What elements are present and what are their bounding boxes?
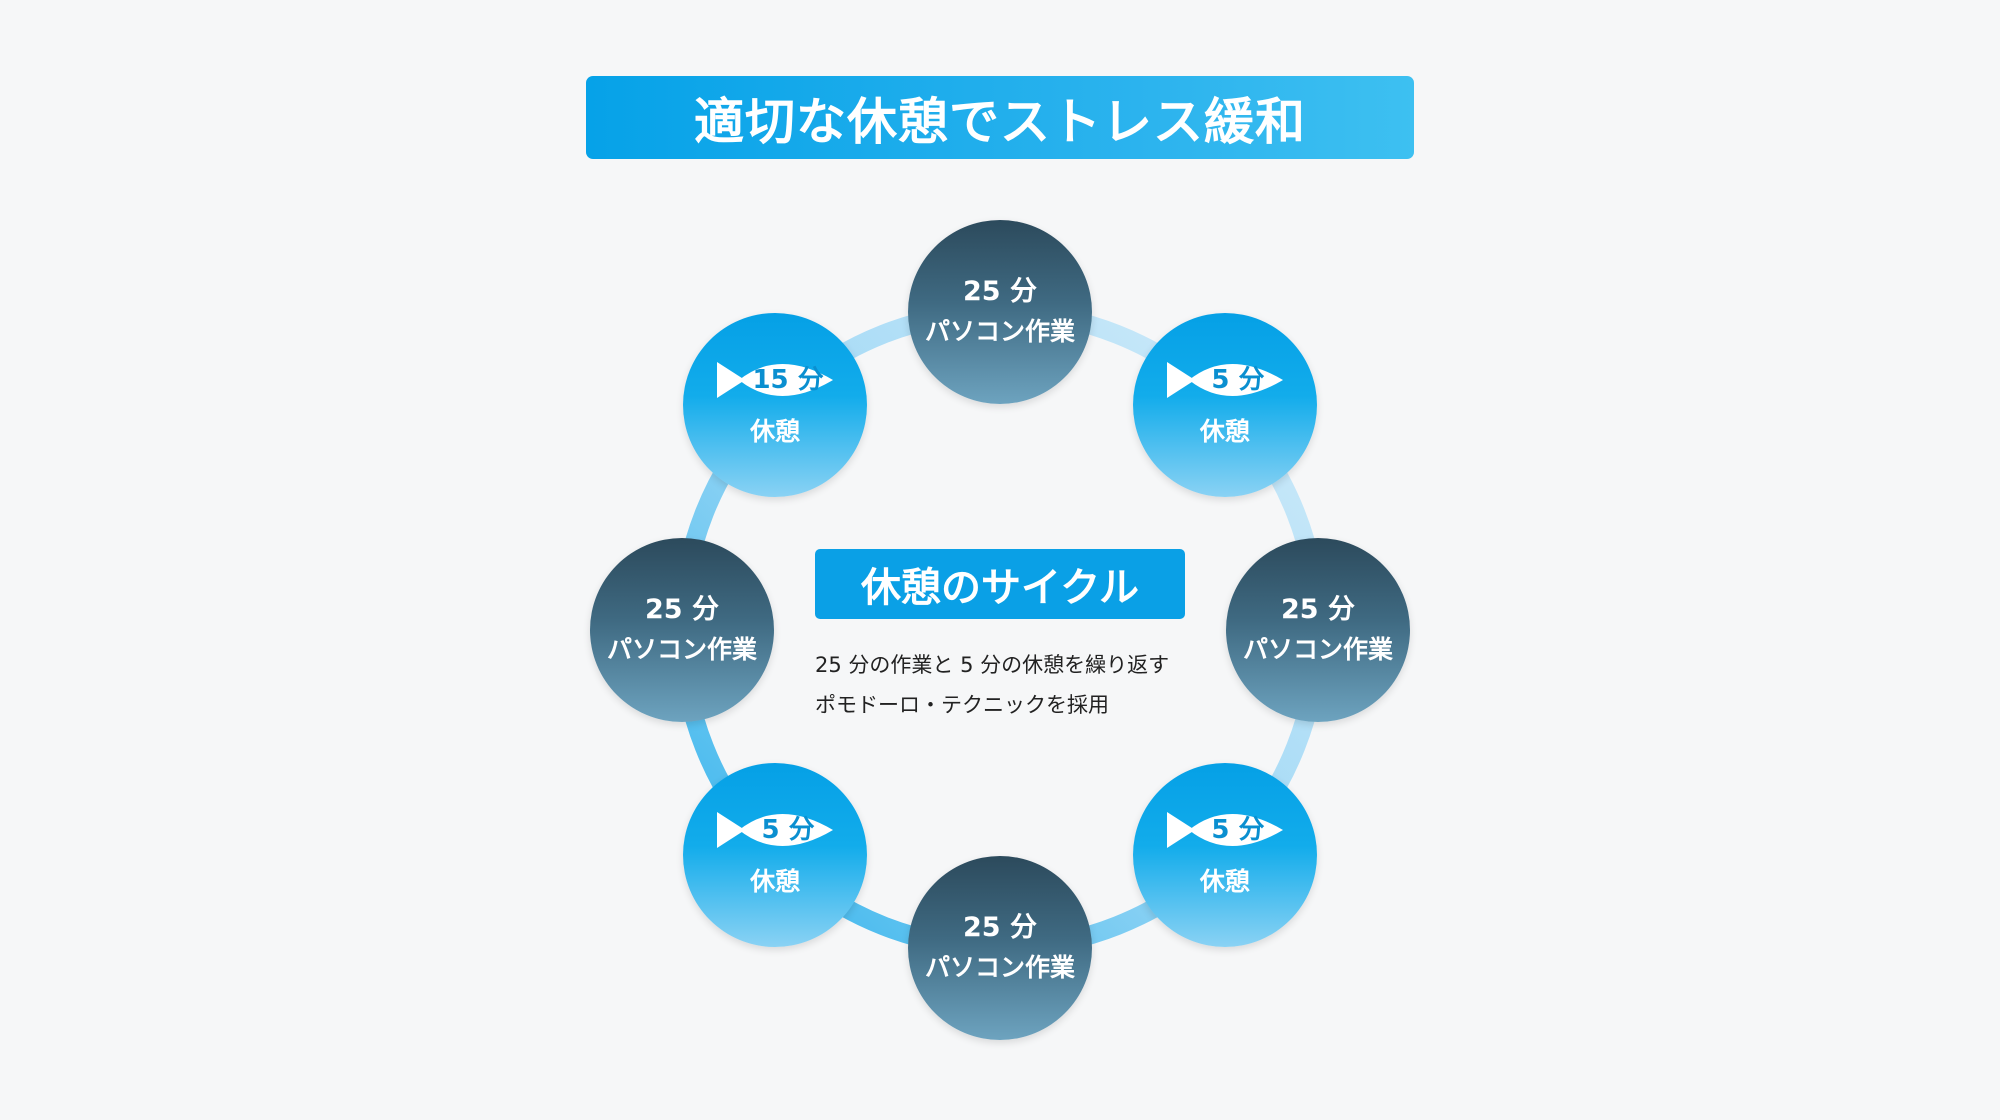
node-duration: 25 分: [963, 276, 1037, 307]
node-duration: 5 分: [761, 814, 815, 845]
center-description: 25 分の作業と 5 分の休憩を繰り返す ポモドーロ・テクニックを採用: [815, 645, 1235, 725]
fish-icon: 15 分: [715, 356, 835, 404]
node-label: 休憩: [1199, 417, 1250, 447]
rest-node: 15 分休憩: [683, 313, 868, 498]
node-duration: 25 分: [1281, 594, 1355, 625]
node-label: 休憩: [750, 417, 801, 447]
node-label: パソコン作業: [606, 635, 757, 664]
rest-node: 5 分休憩: [1132, 313, 1317, 498]
center-description-line: ポモドーロ・テクニックを採用: [815, 693, 1109, 717]
center-heading: 休憩のサイクル: [815, 549, 1185, 619]
node-label: パソコン作業: [1242, 635, 1393, 664]
fish-icon: 5 分: [1165, 356, 1285, 404]
page-title: 適切な休憩でストレス緩和: [586, 76, 1414, 159]
node-label: 休憩: [750, 866, 801, 896]
center-description-line: 25 分の作業と 5 分の休憩を繰り返す: [815, 653, 1170, 677]
node-duration: 5 分: [1211, 814, 1265, 845]
work-node: 25 分パソコン作業: [908, 220, 1092, 404]
fish-icon: 5 分: [715, 806, 835, 854]
work-node: 25 分パソコン作業: [1226, 538, 1410, 722]
rest-node: 5 分休憩: [683, 762, 868, 947]
node-duration: 5 分: [1211, 365, 1265, 396]
node-duration: 25 分: [963, 912, 1037, 943]
node-label: 休憩: [1199, 866, 1250, 896]
node-label: パソコン作業: [924, 953, 1075, 982]
rest-node: 5 分休憩: [1132, 762, 1317, 947]
work-node: 25 分パソコン作業: [908, 856, 1092, 1040]
node-duration: 25 分: [645, 594, 719, 625]
node-label: パソコン作業: [924, 317, 1075, 346]
work-node: 25 分パソコン作業: [590, 538, 774, 722]
fish-icon: 5 分: [1165, 806, 1285, 854]
node-duration: 15 分: [752, 365, 824, 396]
